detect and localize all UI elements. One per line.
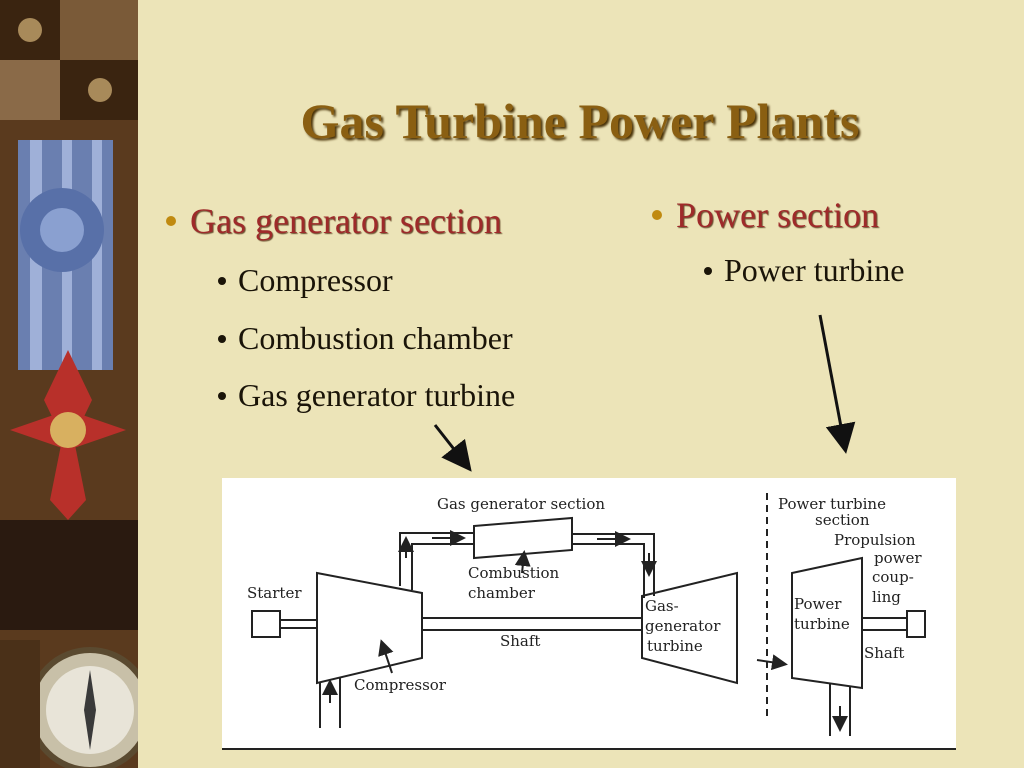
bullet-icon	[218, 276, 226, 285]
label-power-turbine-section-2: section	[815, 511, 870, 529]
label-shaft-output: Shaft	[864, 644, 904, 662]
label-ggt-1: Gas-	[645, 597, 679, 615]
label-power-turbine-1: Power	[794, 595, 842, 613]
heading-text: Gas generator section	[190, 201, 502, 241]
item-text: Power turbine	[724, 252, 905, 288]
bullet-icon	[166, 215, 176, 226]
bullet-icon	[704, 266, 712, 275]
label-propulsion-1: Propulsion	[834, 531, 916, 549]
item-text: Compressor	[238, 262, 393, 298]
label-compressor: Compressor	[354, 676, 447, 694]
bullet-icon	[218, 334, 226, 343]
label-propulsion-2: power	[874, 549, 922, 567]
arrow-to-power-turbine	[818, 314, 856, 454]
label-combustion-2: chamber	[468, 584, 536, 602]
label-starter: Starter	[247, 584, 302, 602]
gas-turbine-schematic: Gas generator section Power turbine sect…	[222, 478, 956, 750]
list-item-combustion-chamber: Combustion chamber	[218, 320, 513, 357]
label-power-turbine-section-1: Power turbine	[778, 495, 886, 513]
label-shaft-main: Shaft	[500, 632, 540, 650]
label-power-turbine-2: turbine	[794, 615, 850, 633]
heading-text: Power section	[676, 195, 879, 235]
label-gas-generator-section: Gas generator section	[437, 495, 605, 513]
list-item-power-turbine: Power turbine	[704, 252, 904, 289]
label-propulsion-3: coup-	[872, 568, 914, 586]
power-section-heading: Power section	[652, 194, 879, 236]
bullet-icon	[652, 209, 662, 220]
slide-title: Gas Turbine Power Plants	[300, 93, 860, 149]
label-ggt-2: generator	[645, 617, 721, 635]
label-ggt-3: turbine	[647, 637, 703, 655]
label-propulsion-4: ling	[872, 588, 901, 606]
item-text: Gas generator turbine	[238, 377, 516, 413]
gas-generator-section-heading: Gas generator section	[166, 200, 502, 242]
item-text: Combustion chamber	[238, 320, 513, 356]
list-item-gas-generator-turbine: Gas generator turbine	[218, 377, 515, 414]
decorative-medal-collage	[0, 0, 138, 768]
arrow-to-gas-generator	[433, 424, 472, 472]
bullet-icon	[218, 391, 226, 400]
label-combustion-1: Combustion	[468, 564, 560, 582]
list-item-compressor: Compressor	[218, 262, 393, 299]
